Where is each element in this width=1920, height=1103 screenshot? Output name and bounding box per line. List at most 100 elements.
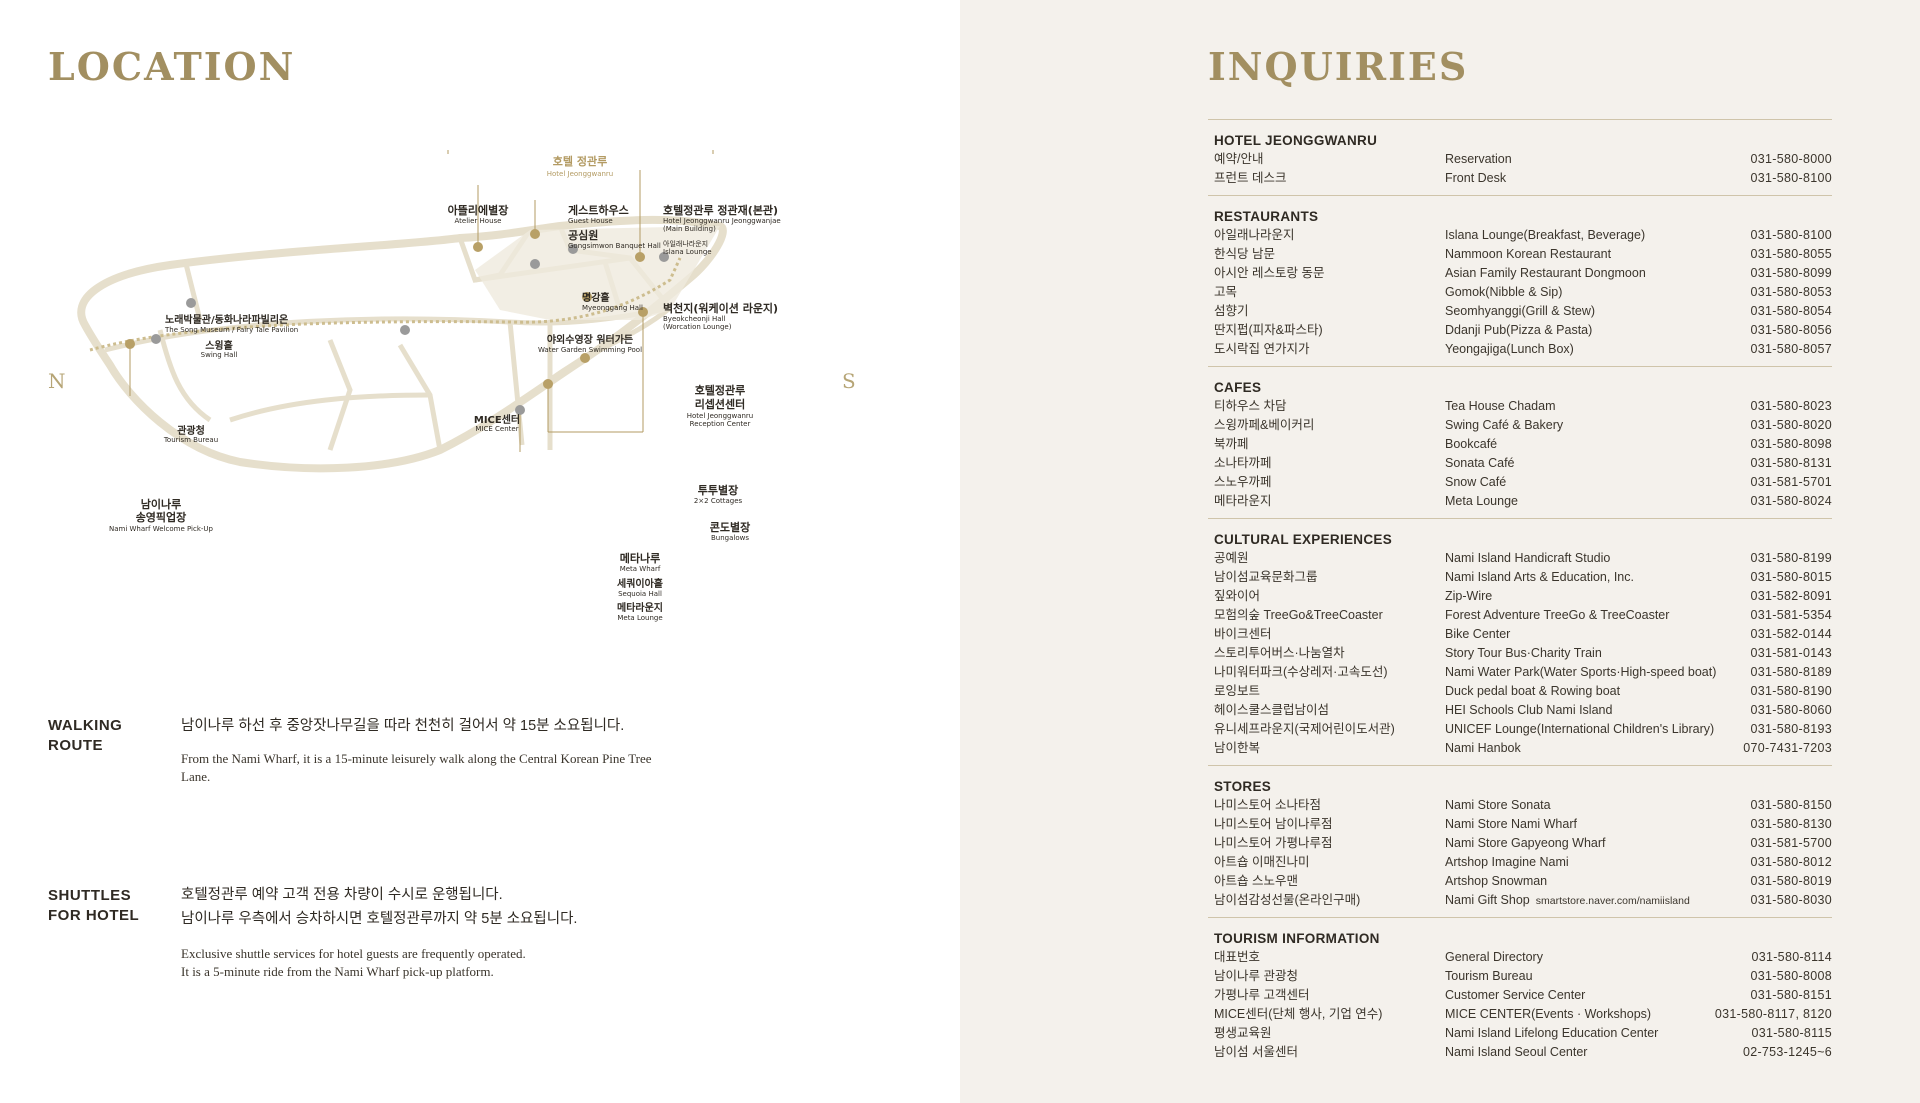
row-phone-number[interactable]: 031-580-8199 (1750, 551, 1832, 565)
compass-north: N (48, 369, 66, 393)
hotel-area (475, 226, 720, 320)
row-english-name: Ddanji Pub(Pizza & Pasta) (1445, 321, 1592, 340)
row-phone-number[interactable]: 031-580-8130 (1750, 817, 1832, 831)
row-phone-number[interactable]: 031-580-8015 (1750, 570, 1832, 584)
row-korean-name: 북까페 (1214, 437, 1249, 451)
row-phone-number[interactable]: 031-580-8024 (1750, 494, 1832, 508)
row-phone-number[interactable]: 031-580-8099 (1750, 266, 1832, 280)
row-phone-number[interactable]: 031-581-5700 (1750, 836, 1832, 850)
map-label-islana-en: Islana Lounge (663, 248, 712, 256)
row-english-name: UNICEF Lounge(International Children's L… (1445, 720, 1714, 739)
row-english-name: Reservation (1445, 150, 1512, 169)
row-english-text: Bike Center (1445, 627, 1511, 641)
row-english-name: Islana Lounge(Breakfast, Beverage) (1445, 226, 1645, 245)
row-phone-number[interactable]: 031-580-8190 (1750, 684, 1832, 698)
row-english-text: Nami Store Sonata (1445, 798, 1551, 812)
row-phone-number[interactable]: 070-7431-7203 (1743, 741, 1832, 755)
map-label-mice: MICE센터 (474, 413, 520, 426)
row-phone-number[interactable]: 031-580-8012 (1750, 855, 1832, 869)
map-label-nami-wharf-2: 송영픽업장 (136, 510, 187, 524)
row-phone-number[interactable]: 031-581-0143 (1750, 646, 1832, 660)
row-phone-number[interactable]: 031-580-8189 (1750, 665, 1832, 679)
row-english-text: Nami Island Handicraft Studio (1445, 551, 1611, 565)
map-label-hotel-en: Hotel Jeonggwanru (547, 170, 614, 178)
row-korean-name: 남이섬 서울센터 (1214, 1045, 1298, 1059)
location-page: LOCATION (48, 44, 856, 979)
row-phone-number[interactable]: 031-580-8057 (1750, 342, 1832, 356)
row-english-name: Tea House Chadam (1445, 397, 1555, 416)
row-phone-number[interactable]: 031-580-8114 (1751, 950, 1832, 964)
row-korean-name: 유니세프라운지(국제어린이도서관) (1214, 722, 1395, 736)
map-label-mice-en: MICE Center (475, 425, 518, 433)
row-english-name: Swing Café & Bakery (1445, 416, 1563, 435)
section-heading: STORES (1214, 779, 1272, 794)
row-phone-number[interactable]: 031-581-5354 (1750, 608, 1832, 622)
map-label-main-building: 호텔정관루 정관재(본관) (663, 203, 778, 217)
row-english-url[interactable]: smartstore.naver.com/namiisland (1535, 895, 1690, 907)
row-korean-name: 남이나루 관광청 (1214, 969, 1298, 983)
row-phone-number[interactable]: 031-580-8000 (1750, 152, 1832, 166)
row-english-text: Islana Lounge(Breakfast, Beverage) (1445, 228, 1646, 242)
walking-route-ko: 남이나루 하선 후 중앙잣나무길을 따라 천천히 걸어서 약 15분 소요됩니다… (181, 718, 625, 734)
row-english-text: Nami Island Seoul Center (1445, 1045, 1588, 1059)
map-label-bungalows-en: Bungalows (711, 534, 749, 542)
row-phone-number[interactable]: 031-580-8053 (1750, 285, 1832, 299)
row-phone-number[interactable]: 031-580-8098 (1750, 437, 1832, 451)
row-english-name: Sonata Café (1445, 454, 1515, 473)
row-english-text: Gomok(Nibble & Sip) (1445, 285, 1563, 299)
row-english-text: Nami Gift Shop (1445, 893, 1530, 907)
row-phone-number[interactable]: 031-580-8020 (1750, 418, 1832, 432)
row-korean-name: 예약/안내 (1214, 152, 1264, 166)
row-phone-number[interactable]: 031-580-8150 (1750, 798, 1832, 812)
map-label-water-garden: 야외수영장 워터가든 (547, 333, 633, 346)
row-phone-number[interactable]: 031-580-8100 (1750, 171, 1832, 185)
row-phone-number[interactable]: 031-580-8055 (1750, 247, 1832, 261)
directory-row: MICE센터(단체 행사, 기업 연수)MICE CENTER(Events ·… (1208, 1005, 1832, 1024)
row-korean-name: 모험의숲 TreeGo&TreeCoaster (1214, 608, 1383, 622)
row-phone-number[interactable]: 031-580-8117, 8120 (1714, 1007, 1832, 1021)
row-english-name: Nami Water Park(Water Sports·High-speed … (1445, 663, 1716, 682)
row-korean-name: 스토리투어버스·나눔열차 (1214, 646, 1345, 660)
row-english-name: Duck pedal boat & Rowing boat (1445, 682, 1620, 701)
row-phone-number[interactable]: 031-580-8193 (1750, 722, 1832, 736)
row-english-text: Nami Store Nami Wharf (1445, 817, 1577, 831)
row-korean-name: 티하우스 차담 (1214, 399, 1287, 413)
row-phone-number[interactable]: 031-580-8060 (1750, 703, 1832, 717)
row-phone-number[interactable]: 031-580-8019 (1750, 874, 1832, 888)
section-heading: TOURISM INFORMATION (1214, 931, 1380, 946)
shuttle-label: SHUTTLES FOR HOTEL (48, 886, 168, 926)
row-english-text: Artshop Imagine Nami (1445, 855, 1569, 869)
row-phone-number[interactable]: 031-580-8151 (1750, 988, 1832, 1002)
row-phone-number[interactable]: 02-753-1245~6 (1742, 1045, 1832, 1059)
row-english-text: Nami Island Arts & Education, Inc. (1445, 570, 1634, 584)
row-phone-number[interactable]: 031-580-8056 (1750, 323, 1832, 337)
row-english-name: Nami Hanbok (1445, 739, 1521, 758)
map-label-2x2-cottages: 투투별장 (698, 483, 738, 497)
map-label-nami-wharf-en: Nami Wharf Welcome Pick-Up (109, 525, 214, 533)
row-english-text: MICE CENTER(Events · Workshops) (1445, 1007, 1652, 1021)
row-phone-number[interactable]: 031-580-8030 (1750, 893, 1832, 907)
inquiries-title: INQUIRIES (1208, 44, 1469, 89)
walking-route-label-line2: ROUTE (48, 737, 103, 754)
row-phone-number[interactable]: 031-580-8100 (1750, 228, 1832, 242)
row-phone-number[interactable]: 031-580-8115 (1751, 1026, 1832, 1040)
row-phone-number[interactable]: 031-582-8091 (1750, 589, 1832, 603)
row-korean-name: 가평나루 고객센터 (1214, 988, 1310, 1002)
row-phone-number[interactable]: 031-582-0144 (1750, 627, 1832, 641)
row-phone-number[interactable]: 031-580-8008 (1750, 969, 1832, 983)
row-phone-number[interactable]: 031-580-8054 (1750, 304, 1832, 318)
row-phone-number[interactable]: 031-581-5701 (1750, 475, 1832, 489)
row-korean-name: 아일래나라운지 (1214, 228, 1295, 242)
row-phone-number[interactable]: 031-580-8023 (1750, 399, 1832, 413)
map-label-song-museum: 노래박물관/동화나라파빌리온 (165, 313, 288, 326)
row-phone-number[interactable]: 031-580-8131 (1750, 456, 1832, 470)
